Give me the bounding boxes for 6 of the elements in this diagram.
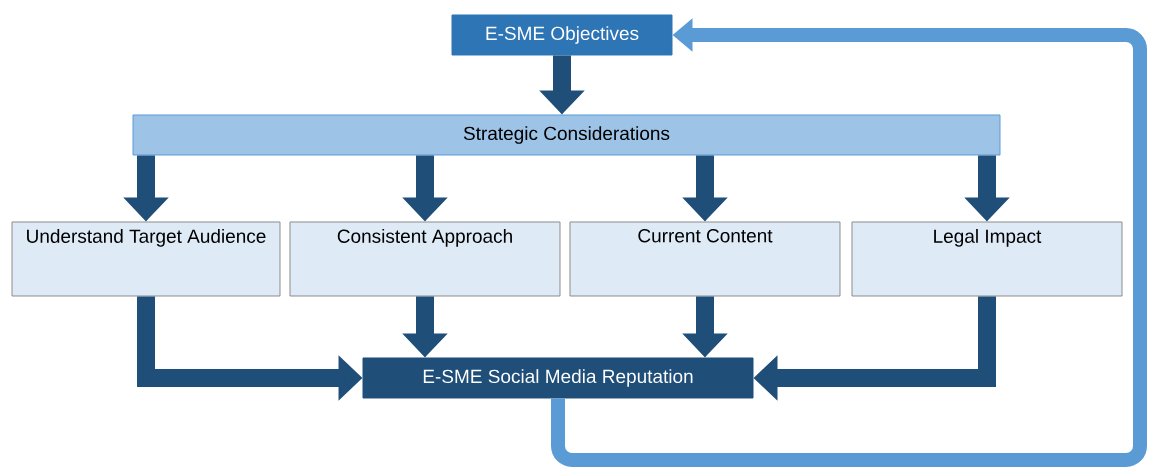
process-box: Legal Impact [851, 221, 1123, 297]
process-box: Current Content [569, 221, 841, 297]
process-box: Consistent Approach [289, 221, 561, 297]
banner-box: Strategic Considerations [132, 114, 1001, 156]
objective-box: E-SME Objectives [451, 14, 673, 56]
process-box: Understand Target Audience [11, 221, 281, 297]
